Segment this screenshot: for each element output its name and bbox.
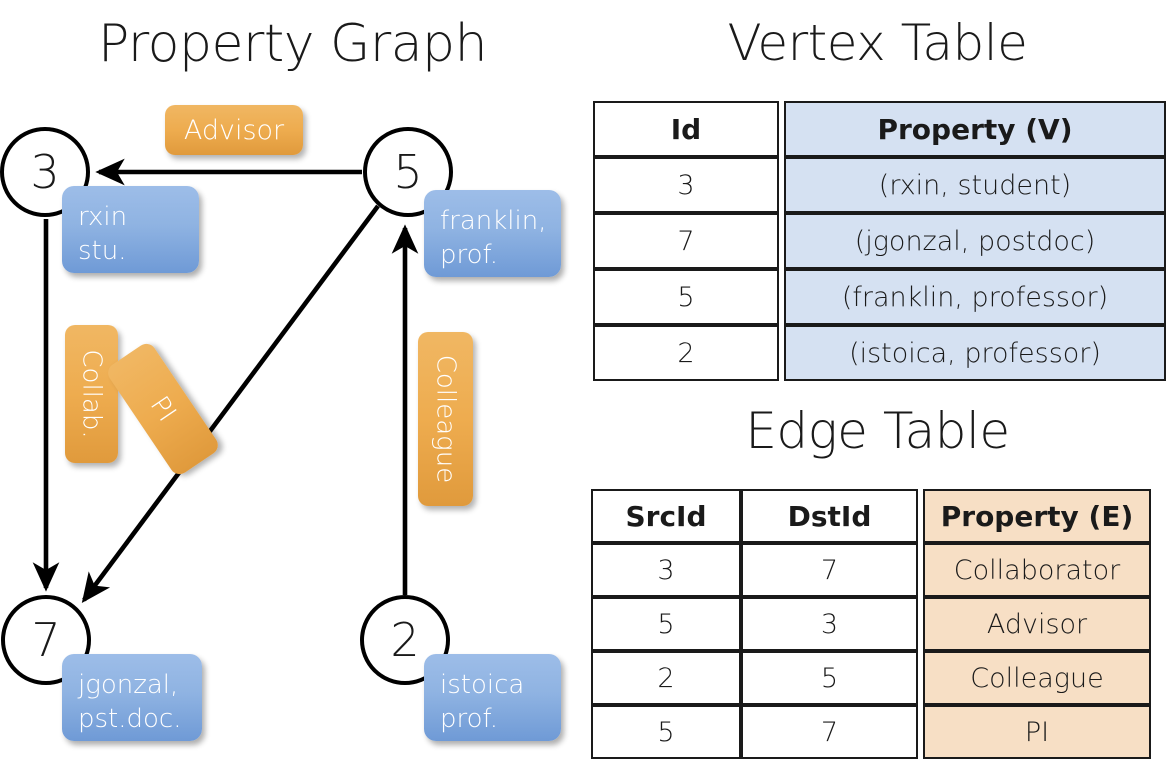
edge-property-cell: Advisor (923, 597, 1151, 651)
vertex-property-box-franklin[interactable]: franklin, prof. (424, 190, 561, 277)
table-row[interactable]: 2 5 Colleague (591, 651, 1151, 705)
graph-node-2[interactable]: 2 (360, 595, 450, 685)
column-gap (918, 597, 923, 651)
vertex-property-cell: (franklin, professor) (784, 269, 1166, 325)
column-gap (779, 325, 784, 381)
vertex-property-cell: (istoica, professor) (784, 325, 1166, 381)
table-row[interactable]: 5 7 PI (591, 705, 1151, 759)
table-row[interactable]: 3 7 Collaborator (591, 543, 1151, 597)
page-title-edge-table: Edge Table (745, 402, 1010, 460)
edge-srcid-cell: 2 (591, 651, 741, 705)
edge-dstid-cell: 7 (741, 543, 918, 597)
vertex-id-cell: 3 (593, 157, 779, 213)
table-header-row: SrcId DstId Property (E) (591, 489, 1151, 543)
table-row[interactable]: 7 (jgonzal, postdoc) (593, 213, 1166, 269)
column-gap (918, 543, 923, 597)
property-graph-diagram: 3 5 7 2 rxin stu. franklin, prof. jgonza… (0, 105, 561, 741)
edge-srcid-cell: 5 (591, 597, 741, 651)
edge-label-collab-text: Collab. (76, 349, 107, 439)
edge-table: SrcId DstId Property (E) 3 7 Collaborato… (591, 489, 1151, 759)
edge-table-header-dstid: DstId (741, 489, 918, 543)
edge-property-cell: Colleague (923, 651, 1151, 705)
edge-label-badge-advisor[interactable]: Advisor (165, 105, 303, 155)
page-title-vertex-table: Vertex Table (727, 14, 1028, 72)
edge-srcid-cell: 3 (591, 543, 741, 597)
vertex-table: Id Property (V) 3 (rxin, student) 7 (jgo… (593, 101, 1166, 381)
vertex-id-cell: 5 (593, 269, 779, 325)
table-row[interactable]: 5 (franklin, professor) (593, 269, 1166, 325)
table-row[interactable]: 2 (istoica, professor) (593, 325, 1166, 381)
column-gap (779, 157, 784, 213)
vertex-property-box-jgonzal[interactable]: jgonzal, pst.doc. (62, 654, 202, 741)
edge-label-colleague-text: Colleague (430, 354, 461, 484)
vertex-property-box-istoica[interactable]: istoica prof. (424, 654, 561, 741)
vertex-property-line2: prof. (440, 240, 499, 270)
vertex-property-line2: stu. (78, 236, 127, 266)
graph-edges-layer (32, 158, 419, 603)
edge-dstid-cell: 7 (741, 705, 918, 759)
table-header-row: Id Property (V) (593, 101, 1166, 157)
edge-label-badge-collab[interactable]: Collab. (65, 325, 118, 463)
edge-property-cell: PI (923, 705, 1151, 759)
column-gap (918, 705, 923, 759)
vertex-table-header-property: Property (V) (784, 101, 1166, 157)
vertex-property-line2: pst.doc. (78, 704, 182, 734)
page-title-property-graph: Property Graph (97, 14, 488, 74)
table-row[interactable]: 5 3 Advisor (591, 597, 1151, 651)
edge-dstid-cell: 3 (741, 597, 918, 651)
edge-dstid-cell: 5 (741, 651, 918, 705)
vertex-property-line1: franklin, (440, 206, 547, 236)
column-gap (918, 651, 923, 705)
vertex-property-cell: (jgonzal, postdoc) (784, 213, 1166, 269)
vertex-property-line1: jgonzal, (78, 670, 179, 700)
table-row[interactable]: 3 (rxin, student) (593, 157, 1166, 213)
vertex-id-cell: 7 (593, 213, 779, 269)
edge-property-cell: Collaborator (923, 543, 1151, 597)
vertex-property-box-rxin[interactable]: rxin stu. (62, 186, 199, 273)
column-gap (918, 489, 923, 543)
edge-label-pi-text: PI (144, 390, 182, 428)
vertex-table-header-id: Id (593, 101, 779, 157)
vertex-id-cell: 2 (593, 325, 779, 381)
edge-5-to-7 (81, 204, 380, 603)
vertex-property-line1: rxin (78, 202, 128, 232)
column-gap (779, 101, 784, 157)
column-gap (779, 213, 784, 269)
vertex-property-cell: (rxin, student) (784, 157, 1166, 213)
edge-label-badge-colleague[interactable]: Colleague (418, 332, 473, 506)
vertex-property-line1: istoica (440, 670, 525, 700)
edge-table-header-srcid: SrcId (591, 489, 741, 543)
edge-srcid-cell: 5 (591, 705, 741, 759)
column-gap (779, 269, 784, 325)
vertex-property-line2: prof. (440, 704, 499, 734)
edge-table-header-property: Property (E) (923, 489, 1151, 543)
graph-node-5[interactable]: 5 (363, 127, 453, 217)
edge-label-advisor-text: Advisor (183, 114, 285, 146)
